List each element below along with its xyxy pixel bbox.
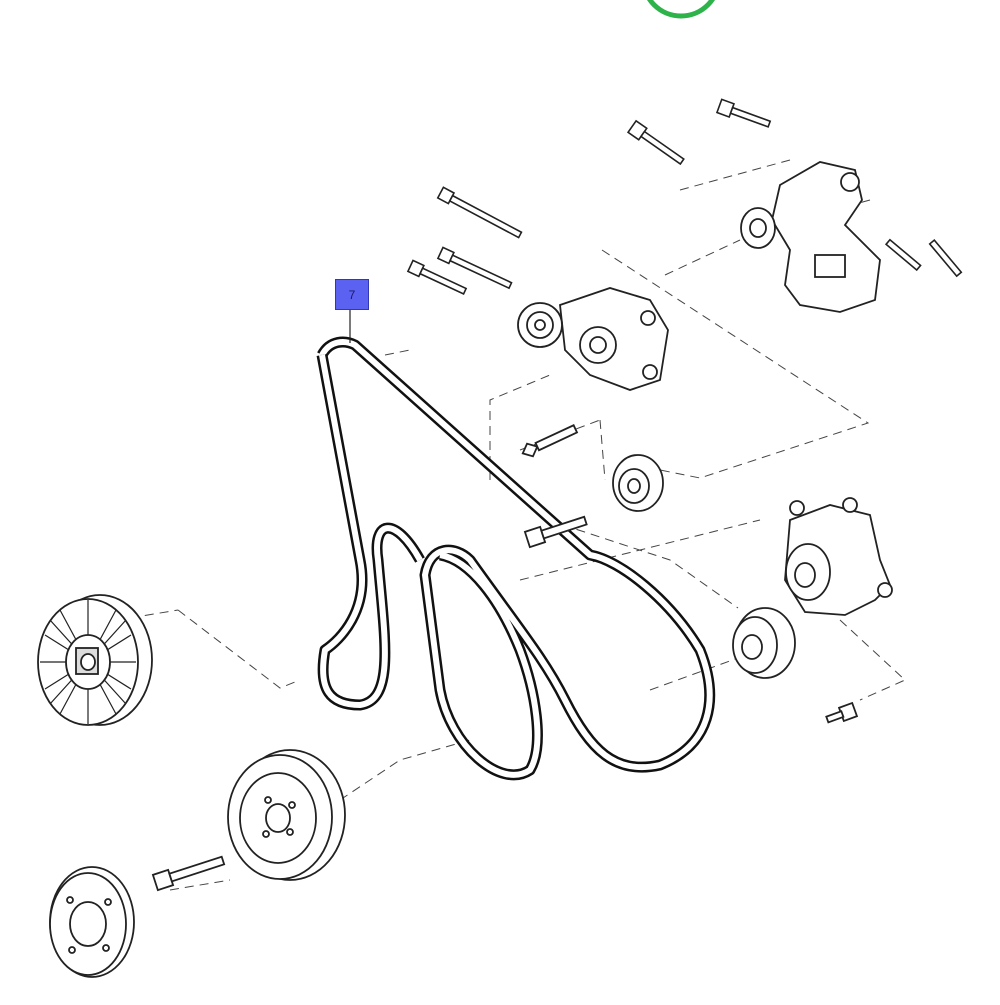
water-pump (784, 497, 893, 616)
drive-belt (316, 310, 716, 781)
flexplate (49, 866, 135, 978)
drive-belt-callout: 7 (335, 279, 369, 310)
power-steering-pump (740, 161, 881, 313)
crankshaft-damper-pulley (151, 749, 346, 892)
alternator-bracket-bolts (406, 98, 963, 296)
top-badge-icon (647, 0, 715, 19)
belt-tensioner (517, 287, 669, 391)
idler-pulley (521, 424, 664, 549)
alternator-pulley (37, 594, 153, 726)
water-pump-pulley (732, 607, 859, 724)
